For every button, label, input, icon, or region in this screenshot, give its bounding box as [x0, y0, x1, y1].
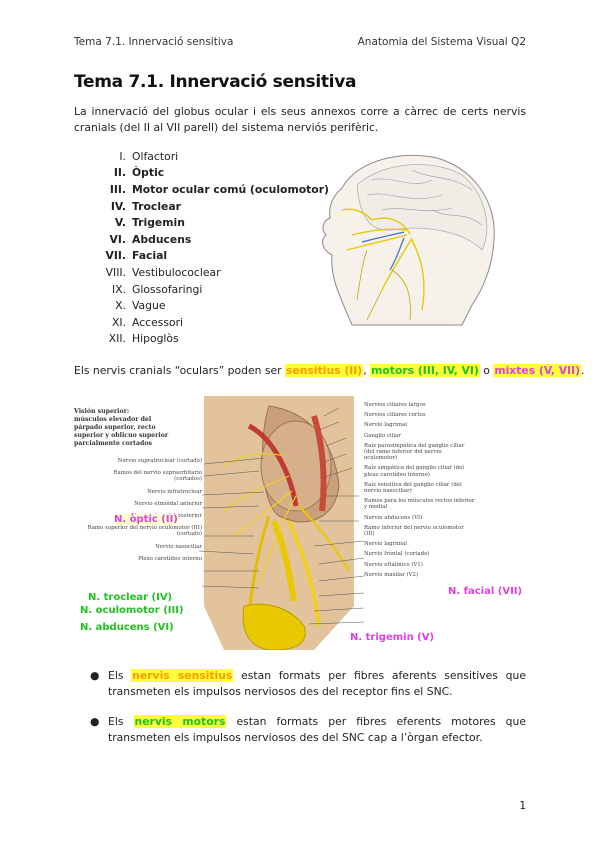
- nerve-name: Glossofaringi: [132, 282, 203, 296]
- nerve-item: I. Olfactori: [96, 148, 329, 165]
- figure-left-label: Nervio etmoidal anterior: [134, 500, 202, 507]
- nerve-numeral: IX.: [111, 282, 126, 296]
- figure-right-label: Ramo inferior del nervio oculomotor (III…: [364, 524, 464, 538]
- ocular-suffix: .: [581, 364, 585, 377]
- figure-right-label: Nervio oftálmico (V1): [364, 561, 423, 568]
- label-trigemin-nerve: N. trigemin (V): [350, 632, 435, 643]
- nerve-numeral: VIII.: [105, 265, 126, 279]
- page-number: 1: [519, 800, 526, 812]
- figure-right-label: Nervio frontal (cortado): [364, 551, 430, 558]
- head-nerves-illustration: [322, 154, 495, 326]
- highlight-nervis-sensitius: nervis sensitius: [131, 669, 234, 682]
- nerve-numeral: V.: [114, 216, 126, 230]
- nerve-item: IV. Troclear: [96, 198, 329, 215]
- bullet-pre: Els: [108, 669, 132, 682]
- figure-right-label: Nervio abducens (VI): [364, 514, 423, 521]
- page-header: Tema 7.1. Innervació sensitiva Anatomia …: [74, 36, 526, 48]
- nerve-numeral: VI.: [109, 232, 126, 246]
- nerve-item: IX. Glossofaringi: [96, 281, 329, 298]
- nerve-numeral: I.: [119, 149, 126, 163]
- figure-right-label: Nervios ciliares largos: [364, 402, 426, 408]
- nerve-name: Hipoglòs: [132, 332, 179, 346]
- nerve-numeral: X.: [115, 299, 126, 313]
- nerve-name: Olfactori: [132, 149, 179, 163]
- figure-left-label: Plexo carotídeo interno: [138, 555, 202, 562]
- figure-right-label: Nervio lagrimal: [364, 422, 407, 429]
- nerve-item: II. Òptic: [96, 165, 329, 182]
- bullet-sensory-nerves: ● Els nervis sensitius estan formats per…: [90, 668, 526, 699]
- nerve-name: Trigemin: [132, 216, 185, 230]
- bullet-motor-nerves: ● Els nervis motors estan formats per fi…: [90, 714, 526, 745]
- ocular-sep2: o: [479, 364, 494, 377]
- bullet-dot: ●: [90, 669, 100, 682]
- header-left: Tema 7.1. Innervació sensitiva: [74, 36, 234, 48]
- label-troclear-nerve: N. troclear (IV): [88, 592, 173, 603]
- label-abducens-nerve: N. abducens (VI): [80, 622, 174, 633]
- nerve-item: VIII. Vestibulococlear: [96, 264, 329, 281]
- nerve-name: Motor ocular comú (oculomotor): [132, 182, 329, 196]
- figure-right-label: Raíz parasimpática del ganglio ciliar (d…: [364, 442, 465, 462]
- figure-right-label: Ganglio ciliar: [364, 432, 401, 439]
- figure-right-label: Raíz sensitiva del ganglio ciliar (del n…: [364, 481, 462, 495]
- bullet-post: estan formats per fibres aferents sensit…: [108, 669, 526, 698]
- nerve-numeral: III.: [109, 182, 126, 196]
- figure-right-label: Ramos para los músculos rectos inferior …: [364, 498, 475, 511]
- nerve-name: Vestibulococlear: [132, 265, 221, 279]
- intro-paragraph: La innervació del globus ocular i els se…: [74, 105, 526, 134]
- figure-left-label: Ramo superior del nervio oculomotor (III…: [87, 525, 202, 538]
- orbit-nerves-figure: Visión superior: músculos elevador del p…: [74, 396, 526, 650]
- nerve-item: X. Vague: [96, 297, 329, 314]
- figure-right-label: Nervio lagrimal: [364, 541, 407, 548]
- label-oculomotor-nerve: N. oculomotor (III): [80, 605, 184, 616]
- nerve-name: Abducens: [132, 232, 192, 246]
- nerve-numeral: IV.: [110, 199, 126, 213]
- nerve-name: Accessori: [132, 315, 184, 329]
- highlight-sensitius: sensitius (II): [285, 364, 364, 377]
- highlight-mixtes: mixtes (V, VII): [493, 364, 582, 377]
- bullet-pre: Els: [108, 715, 134, 728]
- nerve-item: VI. Abducens: [96, 231, 329, 248]
- nerve-item: VII. Facial: [96, 248, 329, 265]
- ocular-sep1: ,: [363, 364, 371, 377]
- nerve-name: Facial: [132, 249, 168, 263]
- nerve-numeral: XI.: [111, 315, 126, 329]
- highlight-nervis-motors: nervis motors: [133, 715, 227, 728]
- page-title: Tema 7.1. Innervació sensitiva: [74, 72, 357, 92]
- nerve-name: Troclear: [132, 199, 181, 213]
- nerve-numeral: XII.: [108, 332, 126, 346]
- figure-heading: Visión superior: músculos elevador del p…: [74, 408, 169, 447]
- label-facial-nerve: N. facial (VII): [448, 586, 523, 597]
- nerve-item: XII. Hipoglòs: [96, 331, 329, 348]
- label-optic-nerve: N. òptic (II): [114, 514, 178, 525]
- figure-right-label: Nervios ciliares cortos: [364, 412, 426, 419]
- nerve-item: V. Trigemin: [96, 214, 329, 231]
- nerve-numeral: VII.: [105, 249, 127, 263]
- nerve-name: Vague: [132, 299, 166, 313]
- ocular-prefix: Els nervis cranials “oculars” poden ser: [74, 364, 286, 377]
- bullet-post: estan formats per fibres eferents motore…: [108, 715, 526, 744]
- nerve-name: Òptic: [132, 166, 165, 180]
- bullet-dot: ●: [90, 715, 100, 728]
- figure-left-label: Nervio nasociliar: [155, 543, 202, 550]
- nerve-numeral: II.: [113, 166, 126, 180]
- nerve-item: XI. Accessori: [96, 314, 329, 331]
- figure-right-label: Raíz simpática del ganglio ciliar (del p…: [364, 465, 465, 478]
- figure-left-label: Ramos del nervio supraorbitario (cortado…: [113, 470, 202, 483]
- nerve-item: III. Motor ocular comú (oculomotor): [96, 181, 329, 198]
- highlight-motors: motors (III, IV, VI): [370, 364, 480, 377]
- figure-left-label: Nervio supratroclear (cortado): [117, 458, 202, 464]
- ocular-nerves-summary: Els nervis cranials “oculars” poden ser …: [74, 364, 584, 377]
- figure-left-label: Nervio infratroclear: [147, 488, 202, 495]
- figure-right-label: Nervio maxilar (V2): [364, 571, 419, 578]
- header-right: Anatomia del Sistema Visual Q2: [357, 36, 526, 48]
